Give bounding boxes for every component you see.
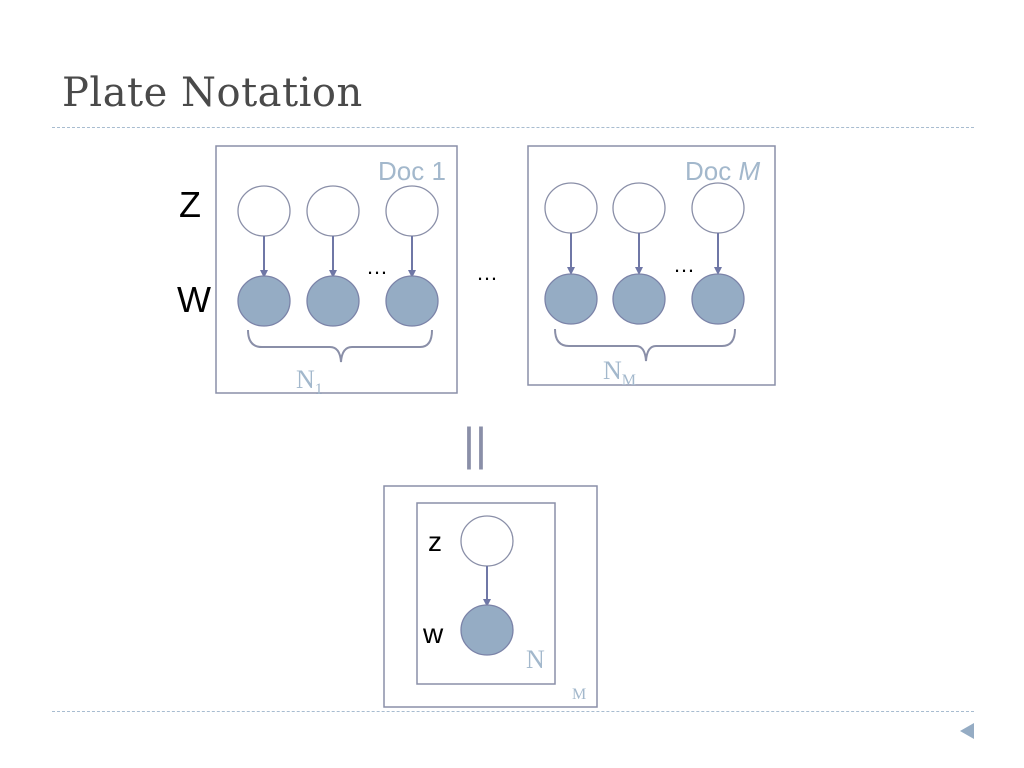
w-node bbox=[385, 275, 439, 327]
w-node bbox=[460, 604, 514, 656]
z-node bbox=[237, 185, 291, 237]
footer-divider bbox=[52, 711, 974, 712]
w-node bbox=[612, 273, 666, 325]
z-node bbox=[460, 515, 514, 567]
z-node bbox=[612, 182, 666, 234]
z-node bbox=[544, 182, 598, 234]
w-node bbox=[544, 273, 598, 325]
w-node bbox=[306, 275, 360, 327]
count-subscript: M bbox=[622, 372, 636, 389]
doc-1-word-count: N1 bbox=[296, 365, 323, 398]
z-node bbox=[306, 185, 360, 237]
z-node bbox=[691, 182, 745, 234]
z-row-label: Z bbox=[179, 184, 201, 225]
doc-m-box bbox=[527, 145, 776, 386]
doc-1-label: Doc 1 bbox=[378, 156, 446, 186]
w-node bbox=[691, 273, 745, 325]
outer-plate-m bbox=[383, 485, 598, 708]
inner-plate-label: N bbox=[526, 645, 545, 674]
w-row-label: W bbox=[177, 279, 211, 320]
n-brace bbox=[554, 328, 736, 362]
ellipsis: … bbox=[673, 252, 695, 277]
count-symbol: N bbox=[296, 365, 315, 394]
z-label: z bbox=[428, 526, 442, 557]
doc-m-label: Doc M bbox=[685, 156, 760, 186]
doc-1-plate: Doc 1 … N1 bbox=[215, 145, 458, 398]
equivalence-mark: || bbox=[463, 418, 487, 470]
n-brace bbox=[247, 329, 433, 363]
inner-plate-n bbox=[416, 502, 556, 685]
doc-m-plate: Doc M … NM bbox=[527, 145, 776, 389]
slide-title: Plate Notation bbox=[62, 70, 363, 116]
between-docs-ellipsis: … bbox=[476, 260, 498, 285]
w-node bbox=[237, 275, 291, 327]
ellipsis: … bbox=[366, 254, 388, 279]
doc-1-box bbox=[215, 145, 458, 394]
w-label: w bbox=[422, 618, 444, 649]
doc-m-word-count: NM bbox=[603, 356, 636, 389]
compact-plate: z w N M bbox=[383, 485, 598, 708]
count-symbol: N bbox=[603, 356, 622, 385]
outer-plate-label: M bbox=[572, 686, 586, 703]
title-divider bbox=[52, 127, 974, 128]
doc-m-variable: M bbox=[738, 156, 760, 186]
count-subscript: 1 bbox=[315, 381, 323, 398]
z-node bbox=[385, 185, 439, 237]
triangle-left-icon[interactable] bbox=[958, 722, 976, 740]
